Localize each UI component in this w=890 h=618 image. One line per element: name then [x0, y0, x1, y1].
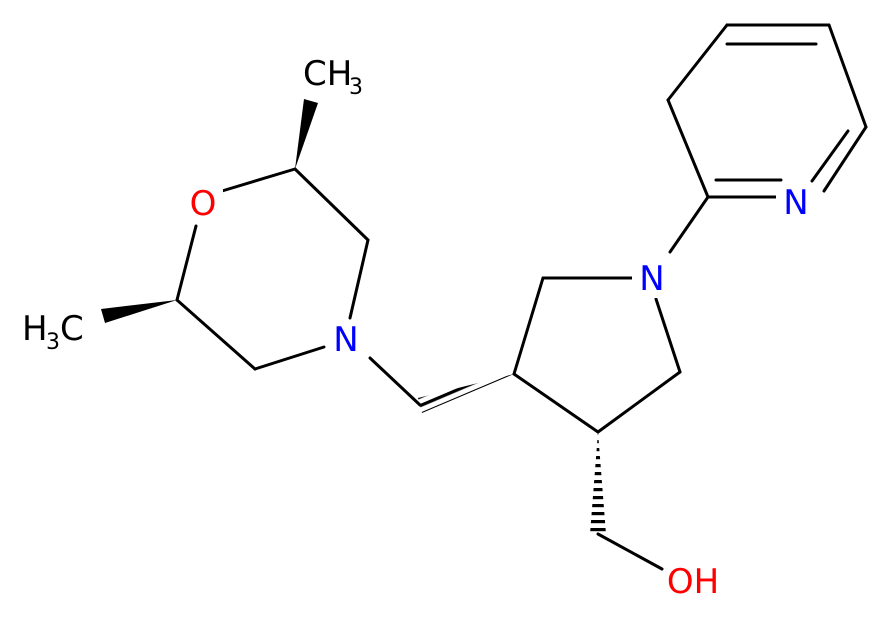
- methyl-left-main: C: [60, 309, 84, 349]
- pyridine-ring: [666, 23, 868, 199]
- morpholine-ring: [175, 167, 370, 371]
- methyl-left-prefix: H: [22, 309, 48, 349]
- bond: [368, 356, 422, 407]
- bond: [512, 372, 600, 434]
- bond: [596, 532, 664, 571]
- bond: [175, 224, 198, 302]
- hydroxyl-label: OH: [667, 562, 719, 602]
- pyrrolidine-nitrogen-label: N: [639, 259, 664, 299]
- bond: [668, 195, 710, 254]
- bond: [512, 276, 545, 376]
- hashed-wedge-bond: [590, 432, 606, 534]
- morpholine-oxygen-label: O: [190, 184, 217, 224]
- bond: [596, 370, 682, 434]
- bond: [827, 23, 868, 129]
- bond: [666, 98, 710, 199]
- bond: [220, 167, 297, 193]
- pyridine-nitrogen-label: N: [783, 183, 808, 223]
- methyl-top-main: CH: [303, 54, 352, 94]
- bond: [666, 23, 729, 102]
- hashed-wedge-bond: [418, 374, 514, 413]
- morpholine-nitrogen-label: N: [333, 320, 358, 360]
- bond: [348, 238, 370, 320]
- bond: [175, 298, 257, 371]
- methyl-left-subscript: 3: [46, 330, 60, 355]
- bond: [293, 167, 370, 242]
- methyl-top-label: CH 3: [303, 54, 363, 100]
- bond: [810, 129, 850, 183]
- solid-wedge-bond: [101, 300, 177, 323]
- bond: [253, 345, 326, 371]
- bond: [654, 297, 682, 374]
- methyl-left-label: H 3 C: [22, 309, 84, 355]
- solid-wedge-bond: [295, 99, 318, 169]
- methyl-top-subscript: 3: [349, 75, 363, 100]
- bond: [822, 125, 868, 193]
- pyrrolidine-ring: [512, 276, 682, 434]
